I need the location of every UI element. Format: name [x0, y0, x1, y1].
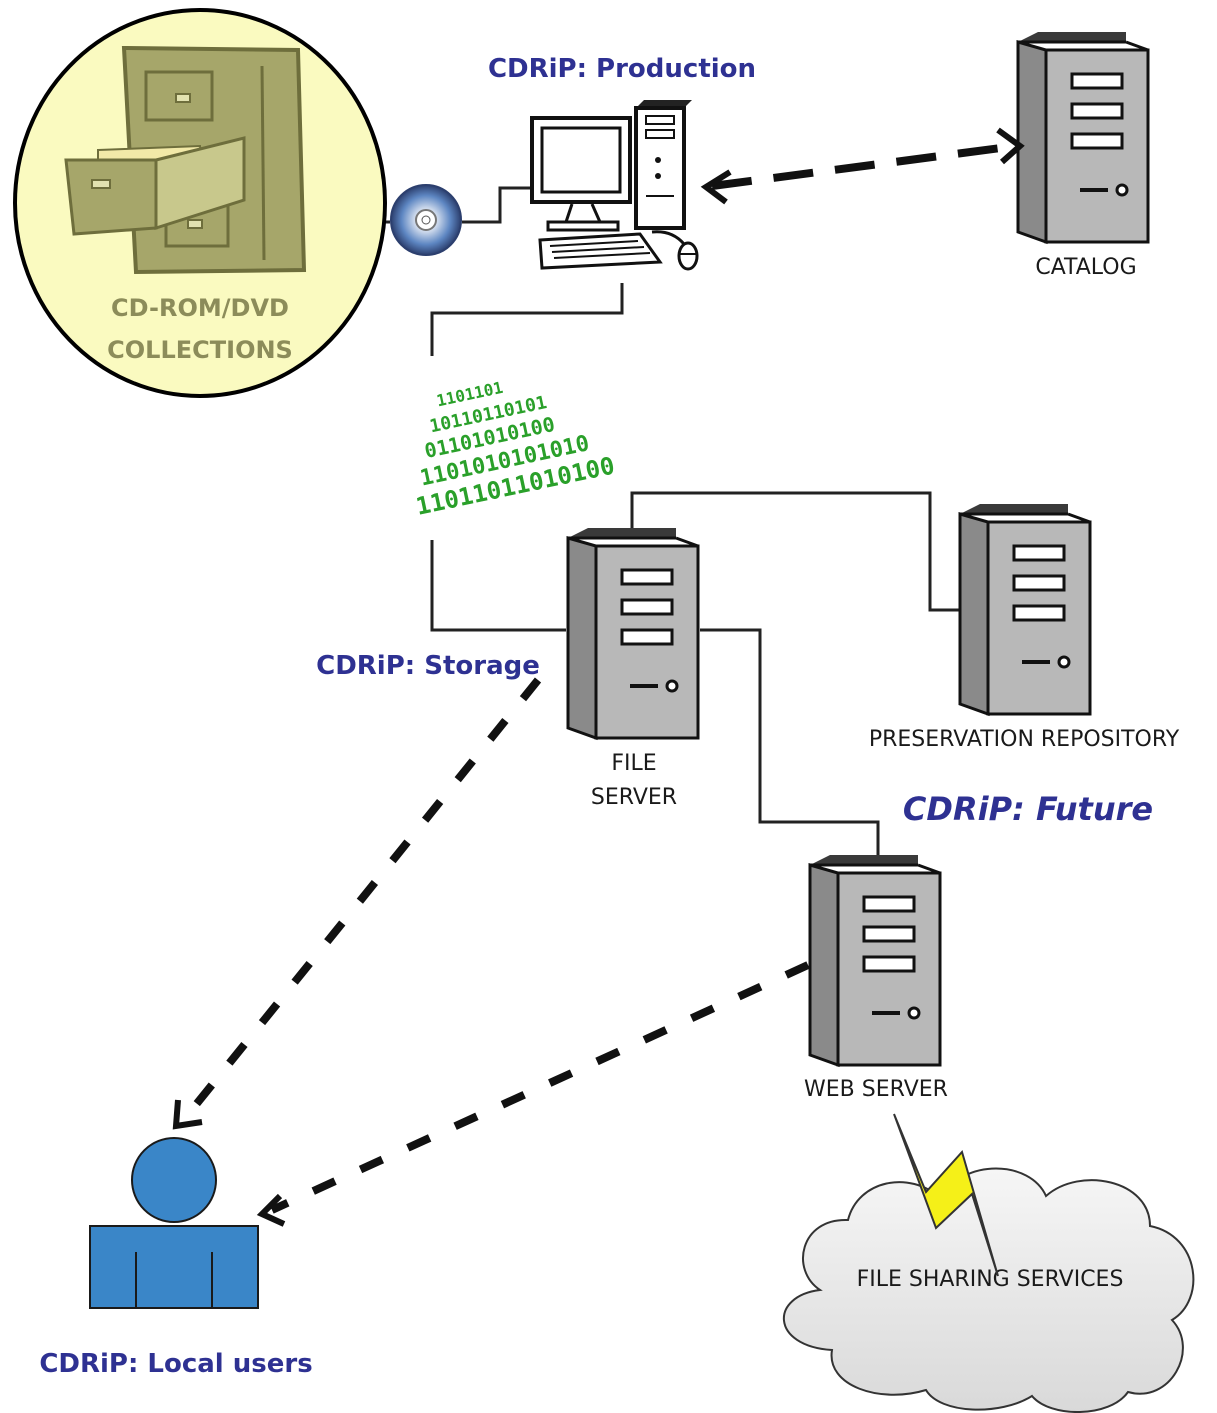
production-catalog-link: [700, 127, 1025, 205]
catalog-server-icon: [1016, 30, 1150, 244]
preservation-server-icon: [958, 502, 1092, 716]
lightning-bolt-icon: [893, 1113, 999, 1277]
desktop-computer-icon: [530, 100, 699, 271]
file-cabinet-icon: [64, 45, 307, 275]
solid-connectors: [316, 151, 962, 855]
user-head: [131, 1137, 217, 1223]
user-access-links: [178, 677, 810, 1214]
web-server-label: WEB SERVER: [804, 1077, 948, 1102]
collections-label-line2: COLLECTIONS: [107, 336, 293, 364]
collections-label-line1: CD-ROM/DVD: [111, 294, 289, 322]
binary-data-stream: 1101101 10110110101 01101010100 11010101…: [413, 378, 617, 521]
production-node: CDRiP: Production: [488, 54, 756, 271]
web-server-node: WEB SERVER: [804, 853, 948, 1102]
cd-disc-icon: [390, 184, 462, 256]
file-server-label-line2: SERVER: [591, 785, 677, 810]
future-label: CDRiP: Future: [903, 790, 1153, 828]
user-body: [89, 1225, 259, 1309]
catalog-label: CATALOG: [1035, 255, 1136, 280]
production-label: CDRiP: Production: [488, 54, 756, 84]
preservation-label: PRESERVATION REPOSITORY: [869, 727, 1180, 752]
file-sharing-label: FILE SHARING SERVICES: [857, 1267, 1124, 1292]
file-sharing-node: FILE SHARING SERVICES: [782, 1167, 1195, 1413]
catalog-node: CATALOG: [1016, 30, 1150, 280]
preservation-repository-node: PRESERVATION REPOSITORY: [869, 502, 1180, 752]
web-server-icon: [808, 853, 942, 1067]
local-users-node: CDRiP: Local users: [39, 1137, 313, 1379]
file-server-icon: [566, 526, 700, 740]
local-users-label: CDRiP: Local users: [39, 1349, 312, 1379]
user-arrowheads: [172, 1099, 286, 1227]
storage-label: CDRiP: Storage: [316, 651, 540, 681]
collections-node: CD-ROM/DVD COLLECTIONS: [13, 8, 387, 398]
file-server-node: FILE SERVER: [566, 526, 700, 810]
file-server-label-line1: FILE: [611, 751, 656, 776]
cloud-shape: [782, 1167, 1195, 1413]
